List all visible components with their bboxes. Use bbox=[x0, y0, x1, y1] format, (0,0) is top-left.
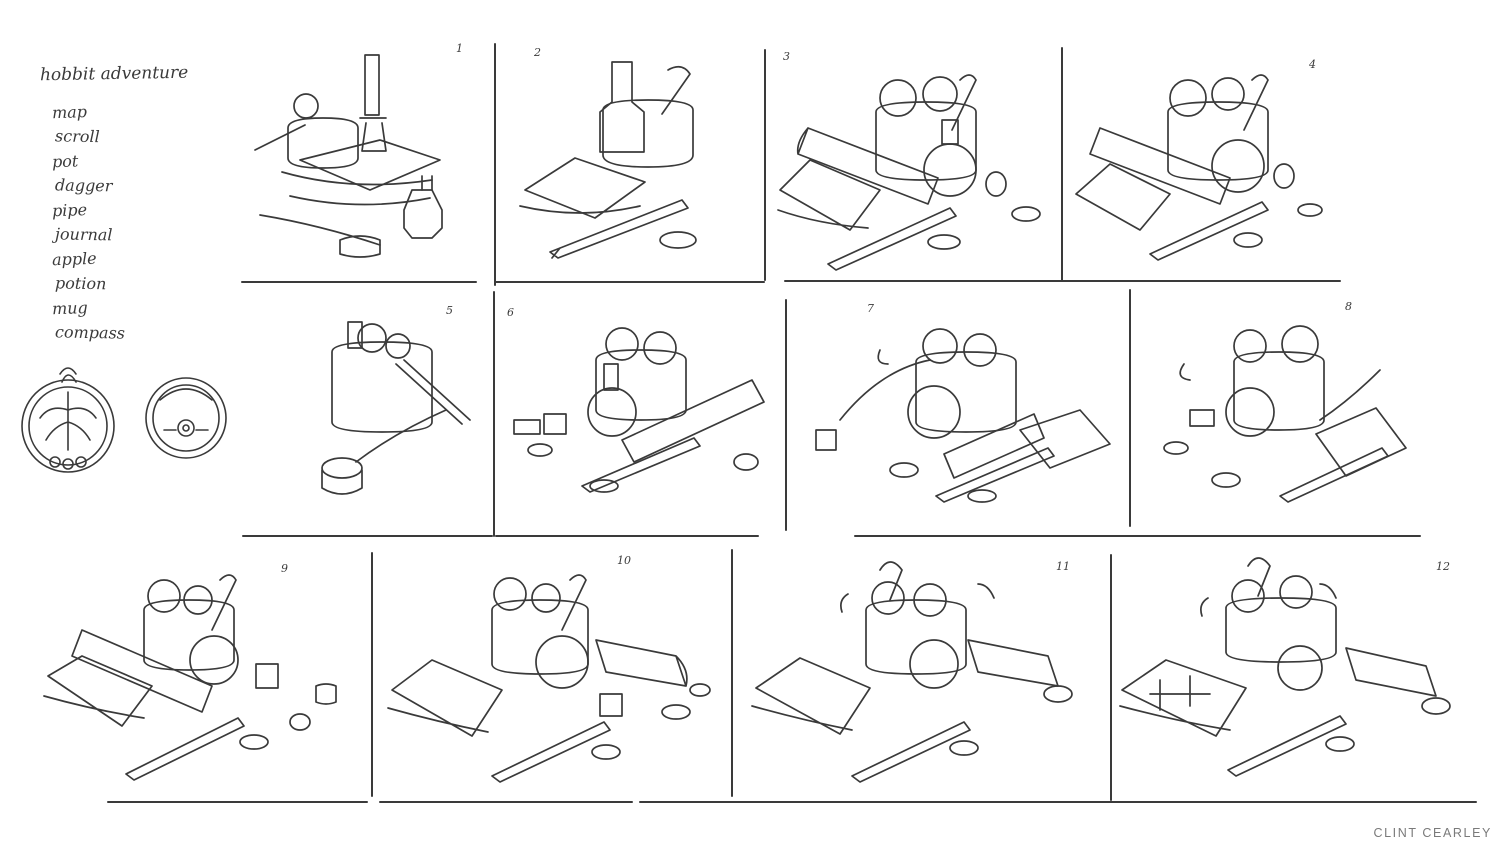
sketch-4 bbox=[1075, 74, 1323, 261]
compass-sketch bbox=[21, 367, 227, 473]
sketch-11 bbox=[751, 561, 1073, 783]
sketch-5 bbox=[321, 321, 471, 495]
thumbnail-number: 7 bbox=[867, 302, 874, 315]
thumbnail-number: 5 bbox=[446, 304, 453, 317]
sketch-3 bbox=[777, 74, 1041, 271]
sketch-2 bbox=[519, 61, 697, 259]
sketch-12 bbox=[1119, 557, 1451, 777]
frame-lines bbox=[107, 43, 1477, 803]
sketch-8 bbox=[1163, 325, 1407, 503]
thumbnail-number: 2 bbox=[534, 46, 541, 59]
sketch-9 bbox=[43, 574, 337, 781]
artist-credit: CLINT CEARLEY bbox=[1373, 826, 1492, 840]
sketch-1 bbox=[254, 54, 443, 258]
thumbnail-number: 1 bbox=[456, 42, 463, 55]
sketch-10 bbox=[387, 574, 711, 783]
sketch-6 bbox=[513, 327, 765, 493]
thumbnail-number: 12 bbox=[1436, 560, 1450, 573]
sketch-7 bbox=[815, 328, 1111, 503]
thumbnail-number: 3 bbox=[783, 50, 790, 63]
thumbnail-number: 6 bbox=[507, 306, 514, 319]
thumbnail-number: 8 bbox=[1345, 300, 1352, 313]
thumbnail-number: 4 bbox=[1309, 58, 1316, 71]
thumbnail-number: 10 bbox=[617, 554, 631, 567]
thumbnail-number: 11 bbox=[1056, 560, 1070, 573]
thumbnail-number: 9 bbox=[281, 562, 288, 575]
